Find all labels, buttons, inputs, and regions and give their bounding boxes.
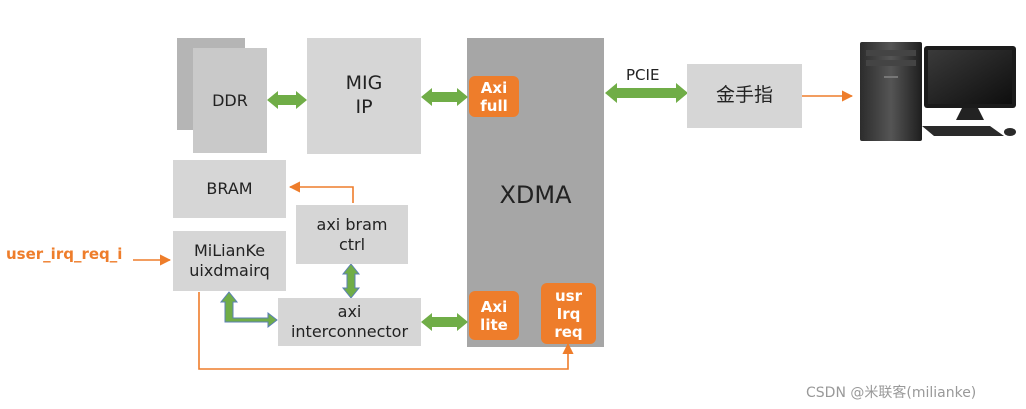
arrow-interconnect-axilite xyxy=(421,313,468,331)
axi-lite-port: Axi lite xyxy=(469,291,519,340)
user-irq-input-label: user_irq_req_i xyxy=(6,245,123,263)
xdma-label: XDMA xyxy=(499,181,572,209)
axi-interconnector-block: axi interconnector xyxy=(278,298,421,346)
milianke-block: MiLianKe uixdmairq xyxy=(173,231,286,291)
axi-full-line2: full xyxy=(480,96,508,115)
arrow-milianke-interconnect xyxy=(219,291,278,329)
axi-bram-ctrl-line1: axi bram xyxy=(316,214,388,234)
axi-lite-line1: Axi xyxy=(480,297,508,316)
mig-label-line1: MIG xyxy=(345,72,383,95)
axi-full-line1: Axi xyxy=(480,78,508,97)
milianke-line1: MiLianKe xyxy=(193,241,266,260)
axi-bram-ctrl-line2: ctrl xyxy=(338,234,366,254)
gold-finger-block: 金手指 xyxy=(687,64,802,128)
arrow-pcie xyxy=(605,83,688,103)
bram-block: BRAM xyxy=(173,160,286,218)
usr-irq-req-port: usr Irq req xyxy=(541,283,596,344)
usr-irq-line1: usr xyxy=(554,286,582,305)
ddr-block: DDR xyxy=(193,48,267,153)
pcie-label: PCIE xyxy=(626,66,660,84)
mig-label-line2: IP xyxy=(355,96,373,118)
gold-finger-label: 金手指 xyxy=(715,84,773,107)
desktop-computer-icon xyxy=(860,42,1016,141)
xdma-label-box: XDMA xyxy=(467,170,604,220)
axi-lite-line2: lite xyxy=(480,315,508,334)
arrow-mig-axifull xyxy=(421,88,468,106)
arrow-ddr-mig xyxy=(267,91,307,109)
mig-ip-block: MIG IP xyxy=(307,38,421,154)
bram-label: BRAM xyxy=(206,179,253,198)
ddr-label: DDR xyxy=(212,90,248,110)
milianke-line2: uixdmairq xyxy=(189,261,270,280)
axi-bram-ctrl-block: axi bram ctrl xyxy=(296,205,408,264)
ddr-block-bg xyxy=(193,48,267,153)
watermark: CSDN @米联客(milianke) xyxy=(806,385,977,401)
arrow-milianke-usrirq xyxy=(198,292,574,370)
arrow-bramctrl-interconnect xyxy=(341,263,361,299)
interconnector-line1: axi xyxy=(337,302,362,321)
axi-full-port: Axi full xyxy=(469,76,519,117)
usr-irq-line2: Irq xyxy=(556,304,581,323)
interconnector-line2: interconnector xyxy=(290,322,409,341)
usr-irq-line3: req xyxy=(554,322,583,341)
arrow-bramctrl-bram xyxy=(288,181,354,203)
